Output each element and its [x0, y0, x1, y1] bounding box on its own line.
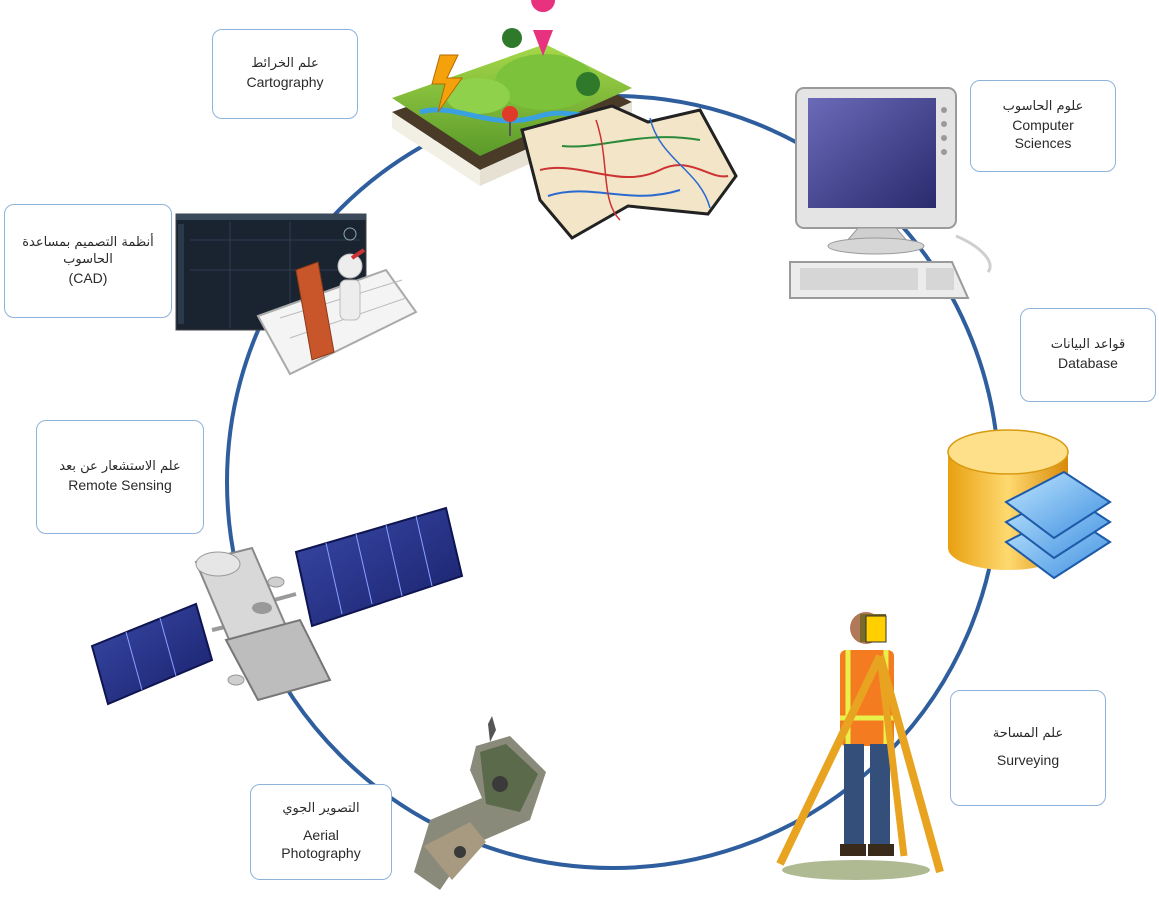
aerial-mosaic-icon — [414, 716, 546, 890]
label-cartography-ar: علم الخرائط — [251, 56, 319, 72]
label-remote-sensing-ar: علم الاستشعار عن بعد — [59, 459, 181, 475]
label-database-ar: قواعد البيانات — [1050, 337, 1126, 353]
label-cad-en: (CAD) — [68, 269, 108, 286]
desktop-computer-icon — [789, 87, 992, 299]
label-cartography-en: Cartography — [246, 74, 324, 91]
label-computer-sciences: علوم الحاسوب Computer Sciences — [970, 80, 1116, 172]
database-cylinder-icon — [947, 429, 1112, 580]
label-aerial-photography-ar: التصوير الجوي — [282, 801, 360, 817]
label-computer-sciences-ar: علوم الحاسوب — [1002, 99, 1084, 115]
surveyor-total-station-icon — [776, 612, 944, 880]
cad-drafting-icon — [175, 213, 418, 376]
label-remote-sensing: علم الاستشعار عن بعد Remote Sensing — [36, 420, 204, 534]
label-surveying: علم المساحة Surveying — [950, 690, 1106, 806]
label-aerial-photography-en: Aerial Photography — [281, 827, 361, 862]
label-database-en: Database — [1058, 355, 1118, 372]
label-remote-sensing-en: Remote Sensing — [68, 477, 172, 494]
label-cad-ar: أنظمة التصميم بمساعدة الحاسوب — [22, 235, 154, 267]
label-cartography: علم الخرائط Cartography — [212, 29, 358, 119]
label-surveying-ar: علم المساحة — [992, 726, 1064, 742]
3d-map-icon — [392, 0, 738, 240]
label-surveying-en: Surveying — [996, 752, 1060, 769]
label-cad: أنظمة التصميم بمساعدة الحاسوب (CAD) — [4, 204, 172, 318]
label-aerial-photography: التصوير الجوي Aerial Photography — [250, 784, 392, 880]
label-database: قواعد البيانات Database — [1020, 308, 1156, 402]
label-computer-sciences-en: Computer Sciences — [1012, 117, 1074, 152]
satellite-icon — [90, 506, 464, 706]
